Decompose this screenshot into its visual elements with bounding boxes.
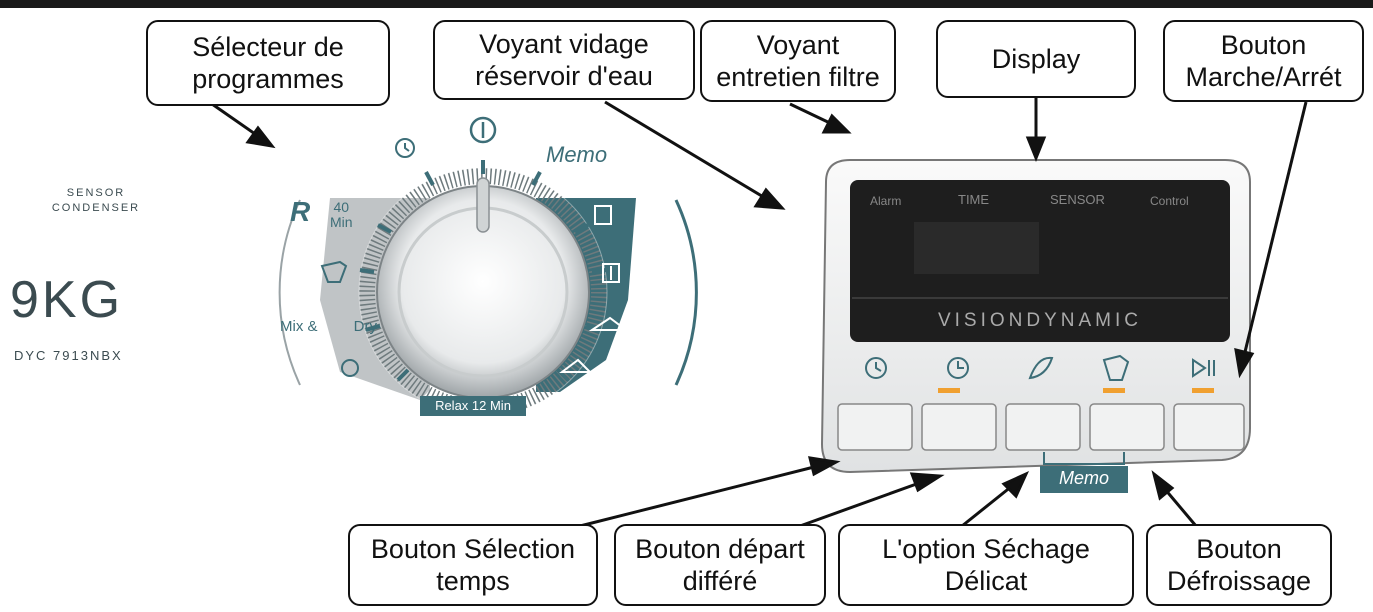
dial-pointer [476, 177, 490, 233]
callout-line: Bouton [1220, 30, 1307, 60]
callout-filter: Voyant entretien filtre [700, 20, 896, 102]
callout-line: entretien filtre [716, 62, 880, 92]
program-dial[interactable] [278, 116, 698, 417]
clock-icon [865, 357, 887, 379]
timer-icon [395, 138, 415, 158]
clock-icon-hands [875, 362, 882, 372]
callout-delicate: L'option Séchage Délicat [838, 524, 1134, 606]
callout-line: Défroissage [1166, 566, 1312, 596]
power-dial-icon [469, 116, 497, 144]
callout-time-select: Bouton Sélection temps [348, 524, 598, 606]
delay-start-icon [947, 357, 969, 379]
callout-line: Marche/Arrét [1185, 62, 1342, 92]
delay-start-icon-hands [957, 361, 964, 369]
alarm-indicator: Alarm [870, 194, 902, 208]
callout-line: Délicat [944, 566, 1028, 596]
dial-tick-ring [359, 168, 607, 416]
dial-outer-arc-right [674, 199, 698, 386]
callout-line: différé [682, 566, 758, 596]
shirt-icon [320, 260, 348, 283]
memo-tag-label: Memo [1058, 468, 1109, 488]
callout-line: réservoir d'eau [475, 61, 653, 91]
memo-tag-bg [1040, 466, 1128, 493]
timer-icon-hands [404, 143, 410, 152]
callout-line: programmes [192, 64, 344, 94]
anti-crease-icon [1102, 354, 1130, 381]
callout-display: Display [936, 20, 1136, 98]
callout-line: Bouton départ [635, 534, 805, 564]
callout-line: Voyant [756, 30, 840, 60]
display-screen [850, 180, 1230, 342]
pointer-arrows [211, 98, 1308, 528]
callout-program-selector: Sélecteur de programmes [146, 20, 390, 106]
dial-outer-arc-left [278, 199, 301, 386]
mix-dry-label: Mix & Dry [280, 318, 377, 336]
time-select-button[interactable] [837, 403, 913, 451]
callout-line: temps [436, 566, 510, 596]
condenser-text: CONDENSER [51, 202, 141, 214]
play-pause-icon [1192, 358, 1207, 378]
led-anti-crease [1103, 388, 1125, 393]
led-delay [938, 388, 960, 393]
sensor-indicator: SENSOR [1050, 192, 1105, 207]
start-pause-button[interactable] [1173, 403, 1245, 451]
control-indicator: Control [1150, 194, 1189, 208]
led-start [1192, 388, 1214, 393]
digit-area [914, 222, 1039, 274]
memo-dial-label: Memo [546, 142, 608, 167]
min40-number: 40 [333, 199, 350, 215]
anti-crease-button[interactable] [1089, 403, 1165, 451]
capacity-label: 9KG [10, 271, 124, 329]
wool-icon [341, 359, 359, 377]
iron-dry-icon [602, 263, 620, 283]
callout-line: Bouton [1196, 534, 1282, 564]
callout-anti-crease: Bouton Défroissage [1146, 524, 1332, 606]
model-label: DYC 7913NBX [14, 348, 123, 363]
delicate-dry-button[interactable] [1005, 403, 1081, 451]
callout-delay-start: Bouton départ différé [614, 524, 826, 606]
sensor-text: SENSOR [66, 187, 126, 199]
leaf-icon [1028, 356, 1054, 380]
top-border [0, 0, 1373, 8]
callout-power: Bouton Marche/Arrét [1163, 20, 1364, 102]
memo-bracket [1043, 452, 1125, 465]
sensor-condenser-badge: SENSOR CONDENSER [42, 186, 150, 216]
r-program-label: R [290, 196, 311, 227]
callout-water-tank: Voyant vidage réservoir d'eau [433, 20, 695, 100]
callout-line: Display [991, 44, 1081, 74]
min40-label: 40 Min [330, 200, 353, 230]
cupboard-icon [594, 205, 612, 225]
display-panel [820, 159, 1251, 474]
delay-start-button[interactable] [921, 403, 997, 451]
mix-label: Mix & [280, 318, 318, 335]
iron-icon [559, 358, 593, 373]
dry-label: Dry [353, 318, 377, 335]
callout-line: Sélecteur de [192, 32, 344, 62]
min40-unit: Min [330, 214, 353, 230]
visiondynamic-logo: VISIONDYNAMIC [937, 310, 1143, 331]
callout-line: L'option Séchage [882, 534, 1090, 564]
time-indicator: TIME [958, 192, 990, 207]
relax-program-label: Relax 12 Min [420, 396, 526, 416]
callout-line: Voyant vidage [479, 29, 649, 59]
hanger-icon [588, 316, 629, 331]
callout-line: Bouton Sélection [370, 534, 576, 564]
